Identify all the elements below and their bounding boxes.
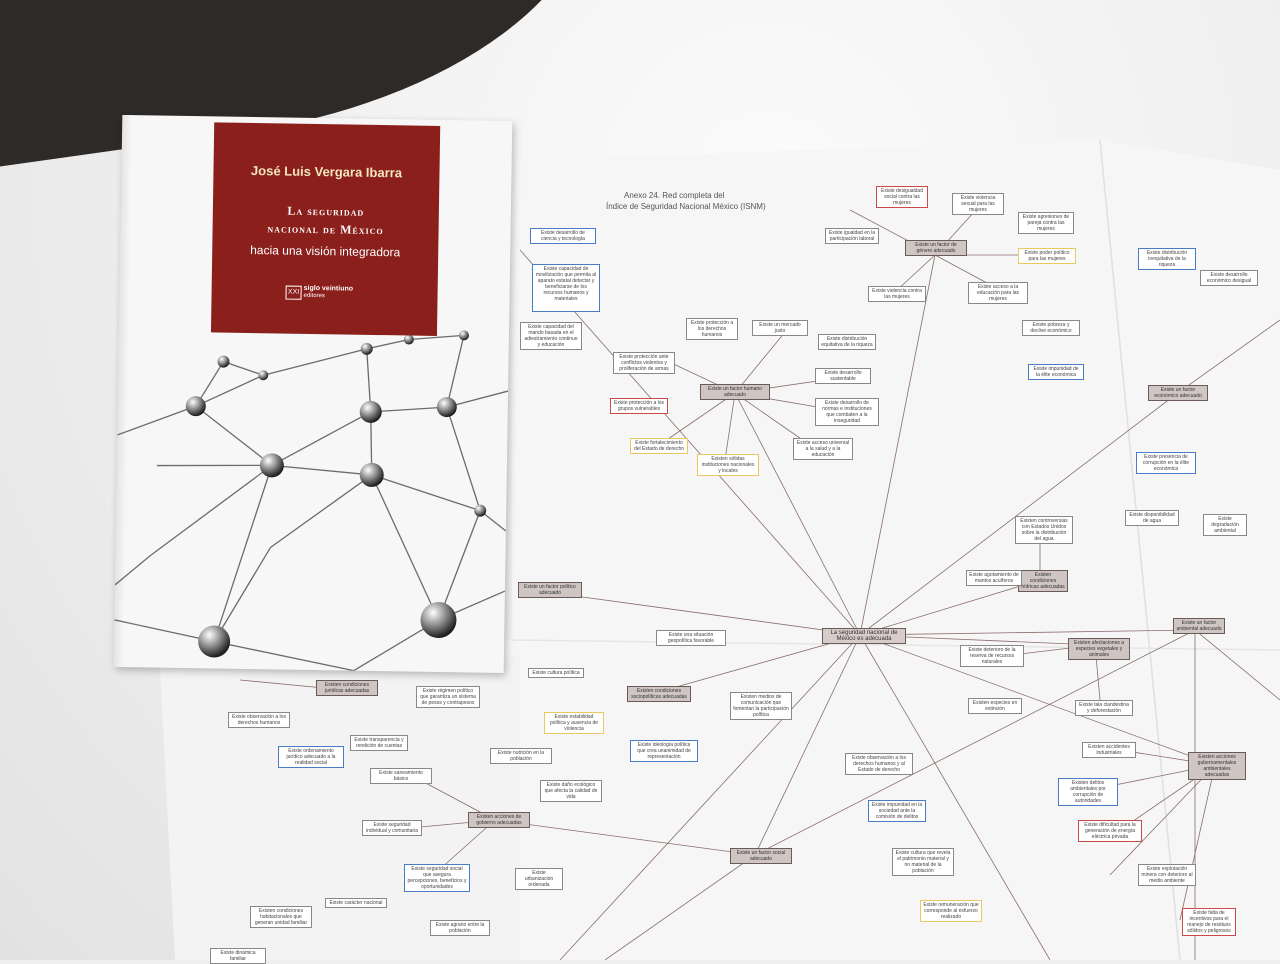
- map-node: Existe transparencia y rendición de cuen…: [350, 735, 408, 751]
- map-node: Existe régimen político que garantiza un…: [416, 686, 480, 708]
- map-node: Existe disponibilidad de agua: [1125, 510, 1179, 526]
- book-title-line-1: La seguridad: [287, 203, 365, 219]
- map-title-line-2: Índice de Seguridad Nacional México (ISN…: [606, 202, 766, 211]
- map-node: Existe daño ecológico que afecta la cali…: [540, 780, 602, 802]
- map-node: Existe observación a los derechos humano…: [228, 712, 290, 728]
- map-node: Existe distribución inequitativa de la r…: [1138, 248, 1196, 270]
- map-node: Existe capacidad del mando basada en el …: [520, 322, 582, 350]
- hub-node: Existe un factor social adecuado: [730, 848, 792, 864]
- map-node: Existe remuneración que corresponde al e…: [920, 900, 982, 922]
- map-node: Existe seguridad individual y comunitari…: [362, 820, 422, 836]
- map-node: Existe falta de incentivos para el manej…: [1182, 908, 1236, 936]
- map-node: Existe protección a los derechos humanos: [686, 318, 738, 340]
- map-node: Existen condiciones habitacionales que g…: [250, 906, 312, 928]
- map-node: Existe violencia sexual para las mujeres: [952, 193, 1004, 215]
- artwork-spheres: [185, 330, 487, 658]
- hub-node: Existen afectaciones a especies vegetale…: [1068, 638, 1130, 660]
- map-node: Existen delitos ambientales por corrupci…: [1058, 778, 1118, 806]
- map-node: Existe capacidad de movilización que per…: [532, 264, 600, 312]
- map-node: Existe tala clandestina y deforestación: [1075, 700, 1133, 716]
- book: José Luis Vergara Ibarra La seguridad na…: [113, 114, 513, 674]
- map-node: Existe urbanización ordenada: [515, 868, 563, 890]
- publisher-sub: editores: [303, 292, 325, 300]
- map-node: Existe impunidad en la sociedad ante la …: [868, 800, 926, 822]
- map-node: Existe explotación minera con deterioro …: [1138, 864, 1196, 886]
- paper-fold-line: [511, 639, 1280, 651]
- book-subtitle: hacia una visión integradora: [250, 242, 401, 260]
- map-node: Existe una situación geopolítica favorab…: [656, 630, 726, 646]
- map-node: Existen sólidas instituciones nacionales…: [697, 454, 759, 476]
- map-node: Existe desarrollo de normas e institucio…: [815, 398, 879, 426]
- map-node: Existe carácter nacional: [325, 898, 387, 908]
- hub-node: Existen condiciones sociopolíticas adecu…: [627, 686, 691, 702]
- map-node: Existe igualdad en la participación labo…: [825, 228, 879, 244]
- book-title-line-2: nacional de México: [267, 221, 384, 238]
- map-node: Existe ideología política que crea unani…: [630, 740, 698, 762]
- hub-node: Existe un factor de género adecuado: [905, 240, 967, 256]
- publisher-name: siglo veintiuno: [303, 284, 354, 293]
- map-node: Existen controversias con Estados Unidos…: [1015, 516, 1073, 544]
- map-node: Existe dinámica familiar: [210, 948, 266, 964]
- map-node: Existe impunidad de la élite económica: [1028, 364, 1084, 380]
- center-node: La seguridad nacional de México es adecu…: [822, 628, 906, 644]
- paper-fold-line: [1099, 139, 1181, 960]
- book-title-panel: José Luis Vergara Ibarra La seguridad na…: [210, 122, 441, 336]
- map-node: Existe nutrición en la población: [490, 748, 552, 764]
- map-node: Existe violencia contra las mujeres: [868, 286, 926, 302]
- map-node: Existe seguridad social que asegura perc…: [404, 864, 470, 892]
- map-node: Existe desigualdad social contra las muj…: [876, 186, 928, 208]
- map-node: Existe presencia de corrupción en la éli…: [1136, 452, 1196, 474]
- hub-node: Existe un factor político adecuado: [518, 582, 582, 598]
- map-node: Existe protección a los grupos vulnerabl…: [610, 398, 668, 414]
- map-node: Existen medios de comunicación que fomen…: [730, 692, 792, 720]
- map-node: Existe cultura que revela el patrimonio …: [892, 848, 954, 876]
- hub-node: Existe un factor ambiental adecuado: [1173, 618, 1225, 634]
- publisher-logo: XXI: [285, 285, 302, 300]
- map-node: Existen especies en extinción: [968, 698, 1022, 714]
- map-node: Existe un mercado justo: [752, 320, 808, 336]
- map-node: Existen accidentes industriales: [1082, 742, 1136, 758]
- map-node: Existe poder político para las mujeres: [1018, 248, 1076, 264]
- map-node: Existe dificultad para la generación de …: [1078, 820, 1142, 842]
- hub-node: Existen acciones gubernamentales ambient…: [1188, 752, 1246, 780]
- map-node: Existe estabilidad política y ausencia d…: [544, 712, 604, 734]
- map-node: Existe protección ante conflictos violen…: [613, 352, 675, 374]
- map-node: Existe observación a los derechos humano…: [845, 753, 913, 775]
- hub-node: Existe un factor humano adecuado: [700, 384, 770, 400]
- map-title-line-1: Anexo 24. Red completa del: [624, 191, 725, 200]
- map-node: Existe distribución equitativa de la riq…: [818, 334, 876, 350]
- map-node: Existe pobreza y declive económico: [1022, 320, 1080, 336]
- map-node: Existe acceso universal a la salud y a l…: [793, 438, 853, 460]
- map-node: Existe agresiones de pareja contra las m…: [1018, 212, 1074, 234]
- map-node: Existe agotamiento de mantos acuíferos: [966, 570, 1022, 586]
- map-node: Existe deterioro de la reserva de recurs…: [960, 645, 1024, 667]
- map-node: Existe cultura política: [528, 668, 584, 678]
- map-node: Existe agrario entre la población: [430, 920, 490, 936]
- map-node: Existe acceso a la educación para las mu…: [968, 282, 1028, 304]
- hub-node: Existen condiciones jurídicas adecuadas: [316, 680, 378, 696]
- map-node: Existe ordenamiento jurídico adecuado a …: [278, 746, 344, 768]
- map-node: Existe desarrollo sustentable: [815, 368, 871, 384]
- book-author: José Luis Vergara Ibarra: [250, 162, 403, 181]
- hub-node: Existe un factor económico adecuado: [1148, 385, 1208, 401]
- hub-node: Existen acciones de gobierno adecuadas: [468, 812, 530, 828]
- map-node: Existe desarrollo de ciencia y tecnologí…: [530, 228, 596, 244]
- map-node: Existe saneamiento básico: [370, 768, 432, 784]
- network-sphere-artwork: [114, 330, 509, 672]
- map-node: Existe desarrollo económico desigual: [1200, 270, 1258, 286]
- hub-node: Existen condiciones hídricas adecuadas: [1018, 570, 1068, 592]
- map-node: Existe fortalecimiento del Estado de der…: [630, 438, 688, 454]
- map-node: Existe degradación ambiental: [1203, 514, 1247, 536]
